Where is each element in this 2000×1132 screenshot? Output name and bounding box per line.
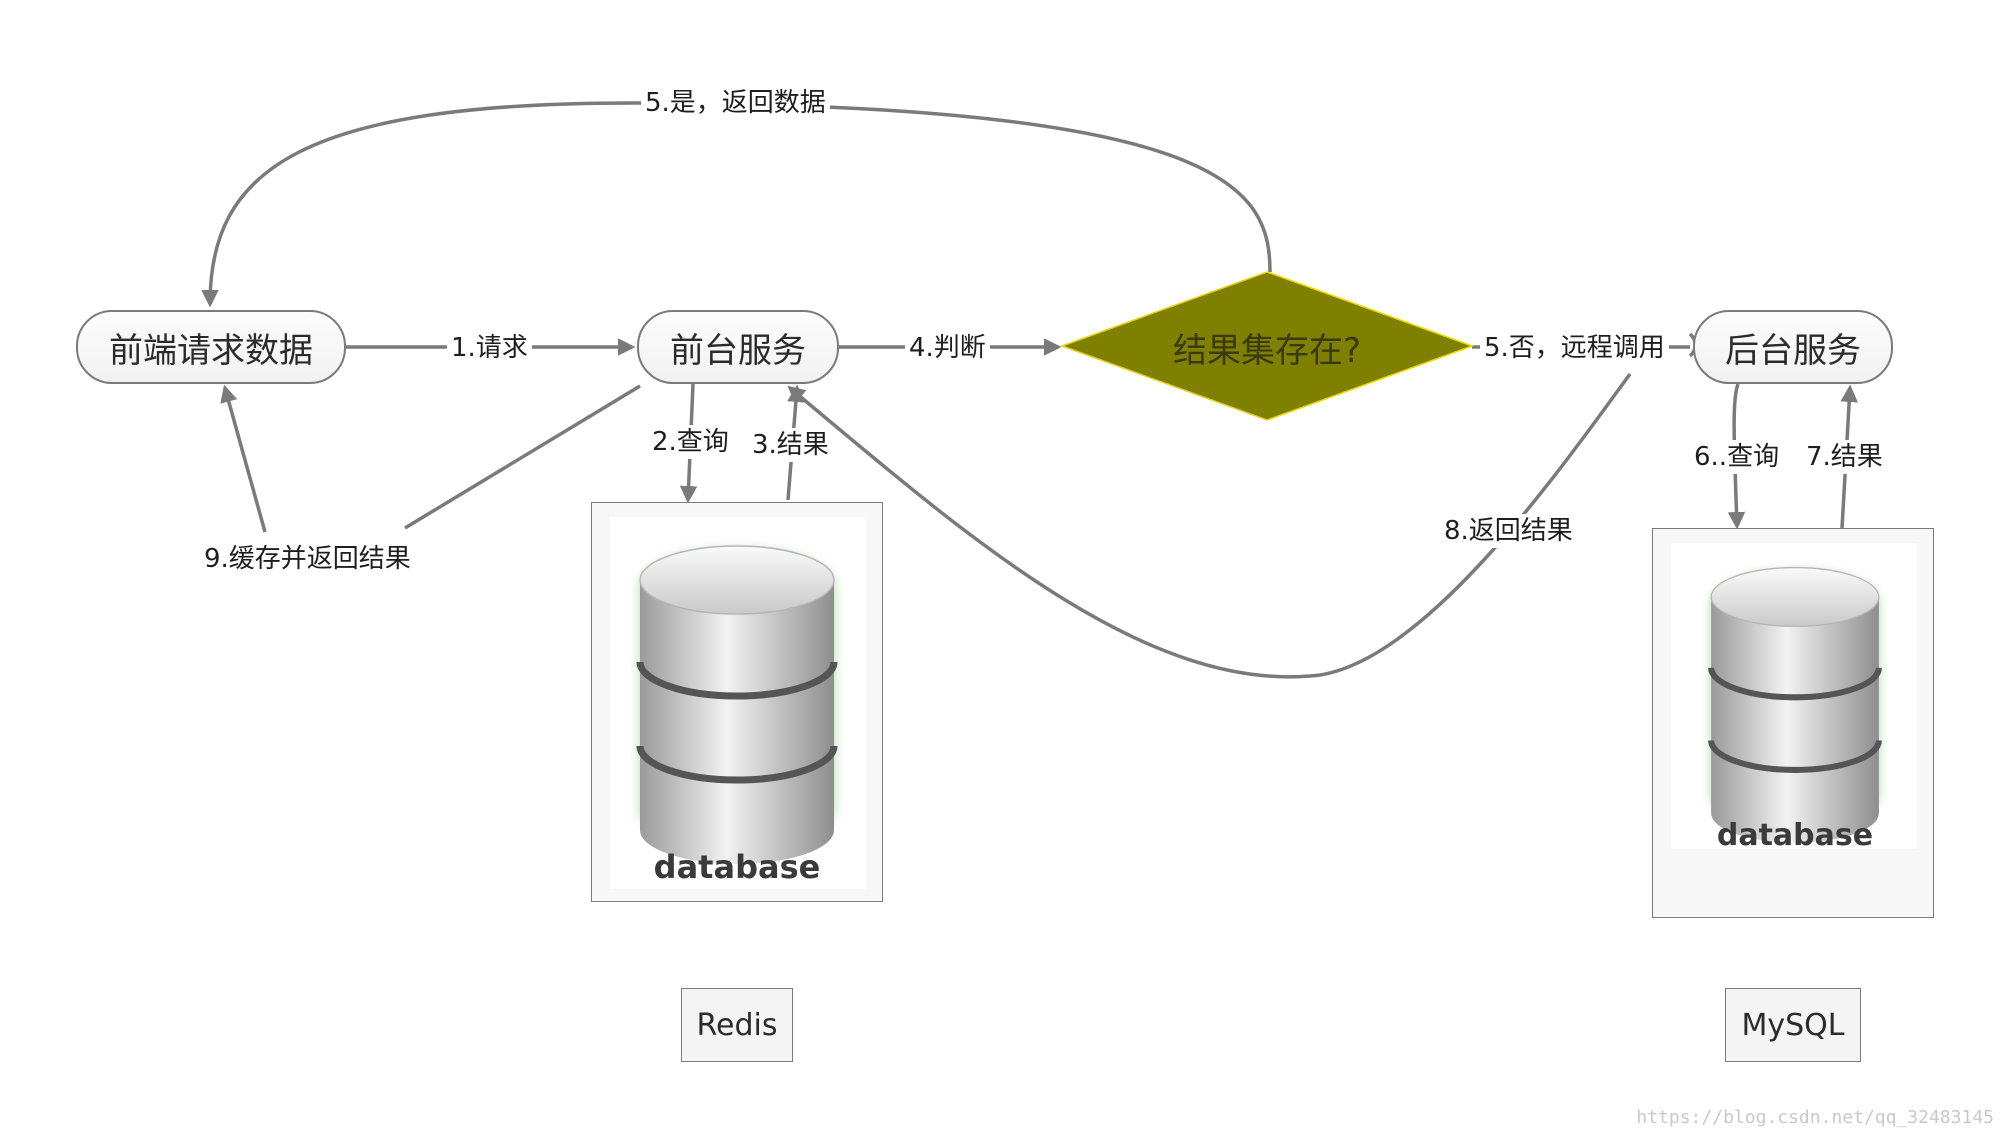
edge-label-5-yes: 5.是，返回数据 [641, 86, 830, 120]
edge-label-4: 4.判断 [905, 331, 990, 365]
edge-label-5-no: 5.否，远程调用 [1480, 331, 1669, 365]
node-back-service-label: 后台服务 [1725, 330, 1861, 371]
watermark: https://blog.csdn.net/qq_32483145 [1636, 1107, 1994, 1128]
redis-icon-text: database [653, 848, 821, 886]
edge-label-9: 9.缓存并返回结果 [200, 542, 415, 576]
mysql-icon-text: database [1716, 818, 1874, 853]
edge-label-8: 8.返回结果 [1440, 514, 1577, 548]
mysql-database-icon [1708, 566, 1882, 843]
redis-caption: Redis [681, 988, 793, 1062]
edge-label-6: 6..查询 [1690, 440, 1784, 474]
edge-label-1: 1.请求 [447, 331, 532, 365]
node-front-service: 前台服务 [637, 310, 839, 384]
decision-diamond [1059, 271, 1475, 421]
mysql-caption: MySQL [1725, 988, 1861, 1062]
edge-8-return [787, 372, 1632, 679]
node-back-service: 后台服务 [1693, 310, 1893, 384]
node-frontend-request-label: 前端请求数据 [109, 330, 313, 371]
mysql-caption-label: MySQL [1741, 1007, 1845, 1043]
redis-caption-label: Redis [696, 1007, 778, 1043]
decision-label: 结果集存在? [1172, 330, 1362, 371]
edge-label-3: 3.结果 [748, 428, 833, 462]
edge-9-cache-return [225, 386, 641, 533]
edge-label-2: 2.查询 [648, 425, 733, 459]
edge-6-query [1727, 383, 1746, 530]
edge-5-yes [201, 101, 1272, 308]
node-front-service-label: 前台服务 [670, 330, 806, 371]
redis-database-icon [636, 545, 838, 864]
node-frontend-request: 前端请求数据 [76, 310, 346, 384]
edge-label-7: 7.结果 [1802, 440, 1887, 474]
